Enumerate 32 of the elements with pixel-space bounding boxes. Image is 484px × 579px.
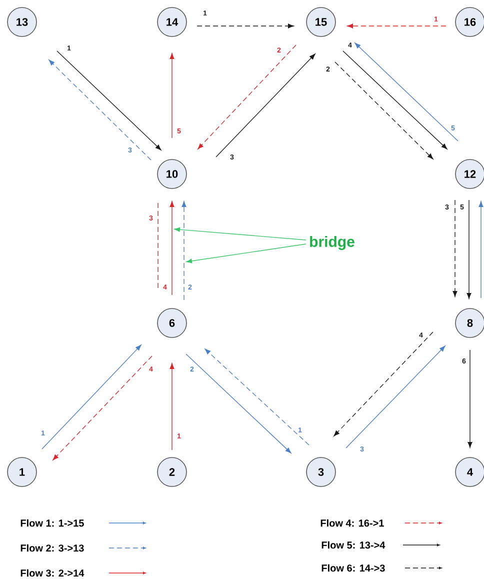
arrow bbox=[354, 42, 458, 142]
legend-label: Flow 4: 16->1 bbox=[320, 519, 384, 527]
arrow bbox=[186, 244, 306, 264]
arrow bbox=[342, 50, 448, 150]
arrow bbox=[334, 332, 434, 436]
legend-label: Flow 3: 2->14 bbox=[20, 569, 84, 577]
arrow bbox=[182, 201, 186, 300]
arrow bbox=[42, 344, 142, 450]
arrow bbox=[56, 50, 162, 150]
arrow bbox=[170, 363, 174, 450]
arrow bbox=[186, 354, 292, 454]
arrow bbox=[48, 60, 152, 160]
arrow bbox=[196, 24, 294, 28]
arrow bbox=[347, 24, 446, 28]
arrow bbox=[334, 62, 434, 160]
legend-label: Flow 5: 13->4 bbox=[322, 541, 386, 549]
legend-label: Flow 2: 3->13 bbox=[20, 544, 84, 552]
arrow bbox=[216, 54, 316, 158]
legend-label: Flow 1: 1->15 bbox=[20, 519, 84, 527]
arrow bbox=[170, 53, 174, 138]
arrow bbox=[478, 201, 484, 298]
arrow bbox=[452, 200, 458, 297]
arrow bbox=[198, 44, 296, 150]
legend-label: Flow 6: 14->3 bbox=[322, 564, 385, 572]
arrow bbox=[170, 201, 174, 296]
arrow bbox=[466, 200, 472, 299]
arrow bbox=[468, 350, 472, 448]
arrow bbox=[174, 227, 306, 240]
arrow bbox=[52, 356, 152, 460]
arrow bbox=[346, 346, 446, 448]
arrow bbox=[204, 348, 310, 446]
bridge-label: bridge bbox=[310, 236, 354, 250]
